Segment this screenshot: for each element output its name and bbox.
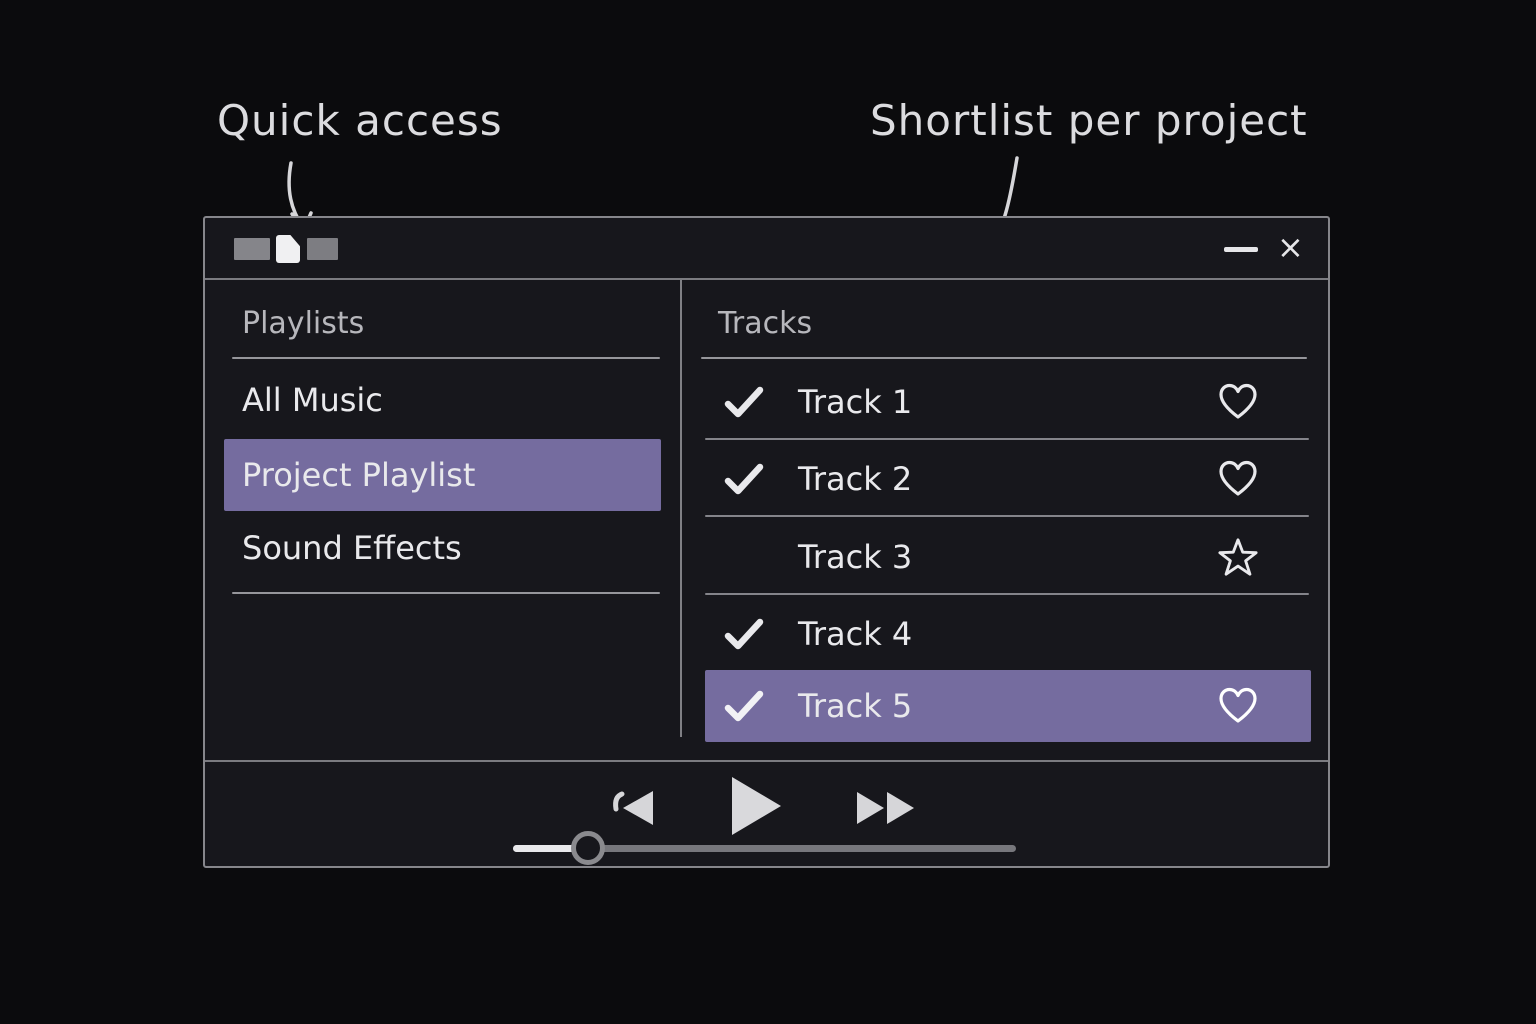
divider bbox=[705, 593, 1309, 595]
track-label: Track 2 bbox=[798, 460, 913, 498]
playlists-header: Playlists bbox=[242, 306, 365, 341]
annotation-quick-access: Quick access bbox=[217, 96, 503, 145]
player-divider bbox=[205, 760, 1328, 762]
annotation-shortlist: Shortlist per project bbox=[870, 96, 1308, 145]
track-row[interactable]: Track 4 bbox=[705, 598, 1311, 670]
sidebar-item-project-playlist[interactable]: Project Playlist bbox=[224, 439, 661, 511]
divider bbox=[705, 438, 1309, 440]
panel-divider bbox=[680, 280, 682, 737]
heart-icon[interactable] bbox=[1217, 685, 1259, 727]
track-label: Track 1 bbox=[798, 383, 913, 421]
check-icon bbox=[723, 689, 765, 723]
progress-track[interactable] bbox=[513, 845, 1016, 852]
progress-slider[interactable] bbox=[513, 831, 1016, 865]
rewind-button[interactable] bbox=[609, 786, 663, 830]
track-row[interactable]: Track 1 bbox=[705, 366, 1311, 438]
track-row-selected[interactable]: Track 5 bbox=[705, 670, 1311, 742]
track-row[interactable]: Track 2 bbox=[705, 443, 1311, 515]
fast-forward-button[interactable] bbox=[853, 786, 919, 830]
check-icon bbox=[723, 617, 765, 651]
track-row[interactable]: Track 3 bbox=[705, 521, 1311, 593]
divider bbox=[232, 357, 660, 359]
check-icon bbox=[723, 462, 765, 496]
track-label: Track 4 bbox=[798, 615, 913, 653]
star-icon[interactable] bbox=[1217, 536, 1259, 578]
divider bbox=[232, 592, 660, 594]
sidebar-item-label: Project Playlist bbox=[242, 456, 476, 494]
titlebar-square-icon[interactable] bbox=[307, 238, 338, 260]
tracks-header: Tracks bbox=[718, 306, 813, 341]
heart-icon[interactable] bbox=[1217, 458, 1259, 500]
titlebar-square-icon[interactable] bbox=[234, 238, 270, 260]
track-label: Track 5 bbox=[798, 687, 913, 725]
minimize-button[interactable] bbox=[1224, 247, 1258, 252]
sidebar-item-label: All Music bbox=[242, 381, 383, 419]
progress-fill bbox=[513, 845, 589, 852]
heart-icon[interactable] bbox=[1217, 381, 1259, 423]
progress-knob[interactable] bbox=[571, 831, 606, 865]
app-window: × Playlists All Music Project Playlist S… bbox=[203, 216, 1330, 868]
check-icon bbox=[723, 385, 765, 419]
titlebar: × bbox=[205, 218, 1328, 280]
track-label: Track 3 bbox=[798, 538, 913, 576]
close-button[interactable]: × bbox=[1277, 228, 1304, 266]
play-button[interactable] bbox=[723, 774, 787, 838]
sidebar-item-label: Sound Effects bbox=[242, 529, 462, 567]
divider bbox=[701, 357, 1307, 359]
document-icon[interactable] bbox=[276, 235, 300, 263]
divider bbox=[705, 515, 1309, 517]
sidebar-item-sound-effects[interactable]: Sound Effects bbox=[224, 516, 661, 580]
sidebar-item-all-music[interactable]: All Music bbox=[224, 368, 661, 432]
